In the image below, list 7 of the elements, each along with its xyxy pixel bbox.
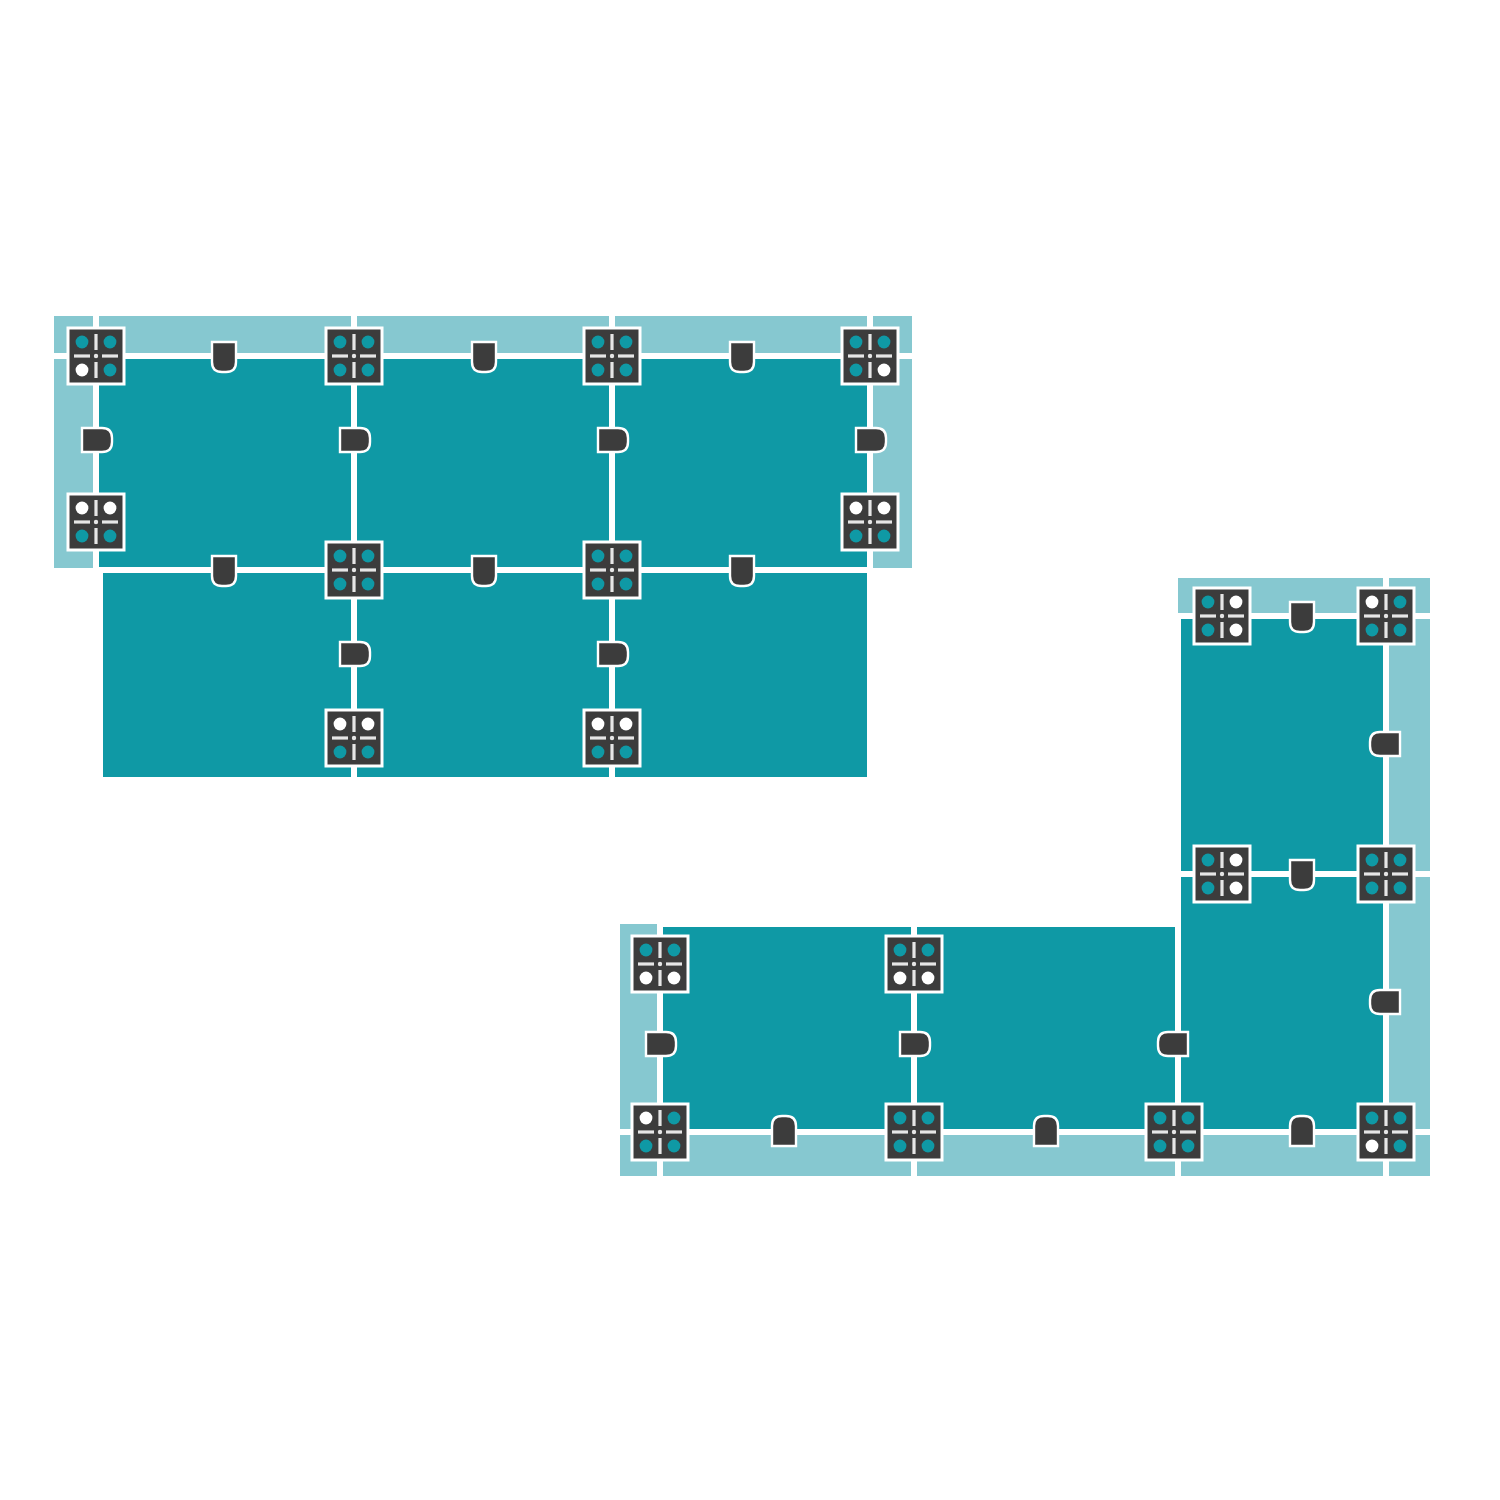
floor-tile [357, 359, 609, 567]
floor-tile [103, 573, 351, 777]
floor-tile [615, 573, 867, 777]
floor-tile [1181, 877, 1383, 1129]
floor-tile [99, 359, 351, 567]
floor-tile [917, 927, 1175, 1129]
floor-tile [615, 359, 867, 567]
